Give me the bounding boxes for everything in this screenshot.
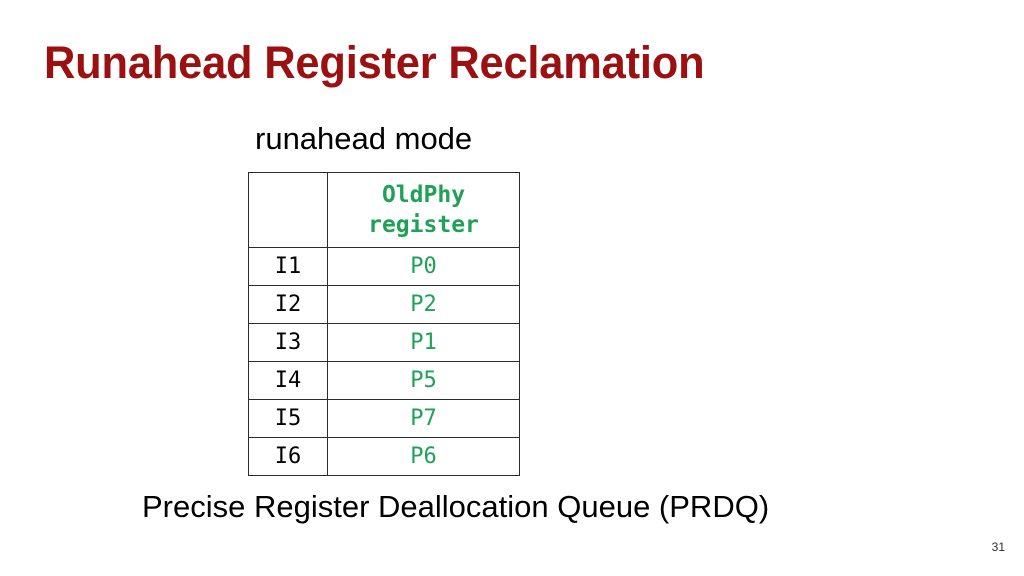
row-value-label: P5	[410, 367, 437, 393]
prdq-caption: Precise Register Deallocation Queue (PRD…	[142, 489, 770, 524]
row-index-label: I2	[274, 291, 302, 317]
row-index-cell: I5	[248, 399, 328, 438]
table-row: I3 P1	[248, 323, 520, 362]
row-index-cell: I4	[248, 361, 328, 400]
row-value-label: P1	[410, 329, 437, 355]
row-value-cell: P2	[327, 285, 520, 324]
row-index-label: I1	[274, 253, 302, 279]
row-value-label: P2	[410, 291, 437, 317]
table-row: I2 P2	[248, 285, 520, 324]
page-number: 31	[991, 540, 1005, 554]
prdq-table: OldPhy register I1 P0 I2 P2	[248, 172, 520, 476]
row-index-cell: I6	[248, 437, 328, 476]
table-header-row: OldPhy register	[248, 172, 520, 248]
header-cell-index	[248, 172, 328, 248]
table-row: I4 P5	[248, 361, 520, 400]
row-value-cell: P1	[327, 323, 520, 362]
row-index-label: I6	[274, 443, 302, 469]
row-index-cell: I3	[248, 323, 328, 362]
row-index-cell: I2	[248, 285, 328, 324]
header-cell-value: OldPhy register	[327, 172, 520, 248]
row-value-cell: P5	[327, 361, 520, 400]
table-row: I1 P0	[248, 247, 520, 286]
page-title: Runahead Register Reclamation	[44, 37, 705, 88]
table-row: I6 P6	[248, 437, 520, 476]
row-value-cell: P6	[327, 437, 520, 476]
header-value-label: OldPhy register	[368, 182, 479, 238]
row-value-cell: P7	[327, 399, 520, 438]
row-index-label: I3	[274, 329, 302, 355]
row-value-label: P7	[410, 405, 437, 431]
row-index-label: I4	[274, 367, 302, 393]
table-row: I5 P7	[248, 399, 520, 438]
runahead-mode-label: runahead mode	[255, 121, 473, 156]
row-value-label: P0	[410, 253, 437, 279]
row-value-label: P6	[410, 443, 437, 469]
row-value-cell: P0	[327, 247, 520, 286]
row-index-cell: I1	[248, 247, 328, 286]
row-index-label: I5	[274, 405, 302, 431]
